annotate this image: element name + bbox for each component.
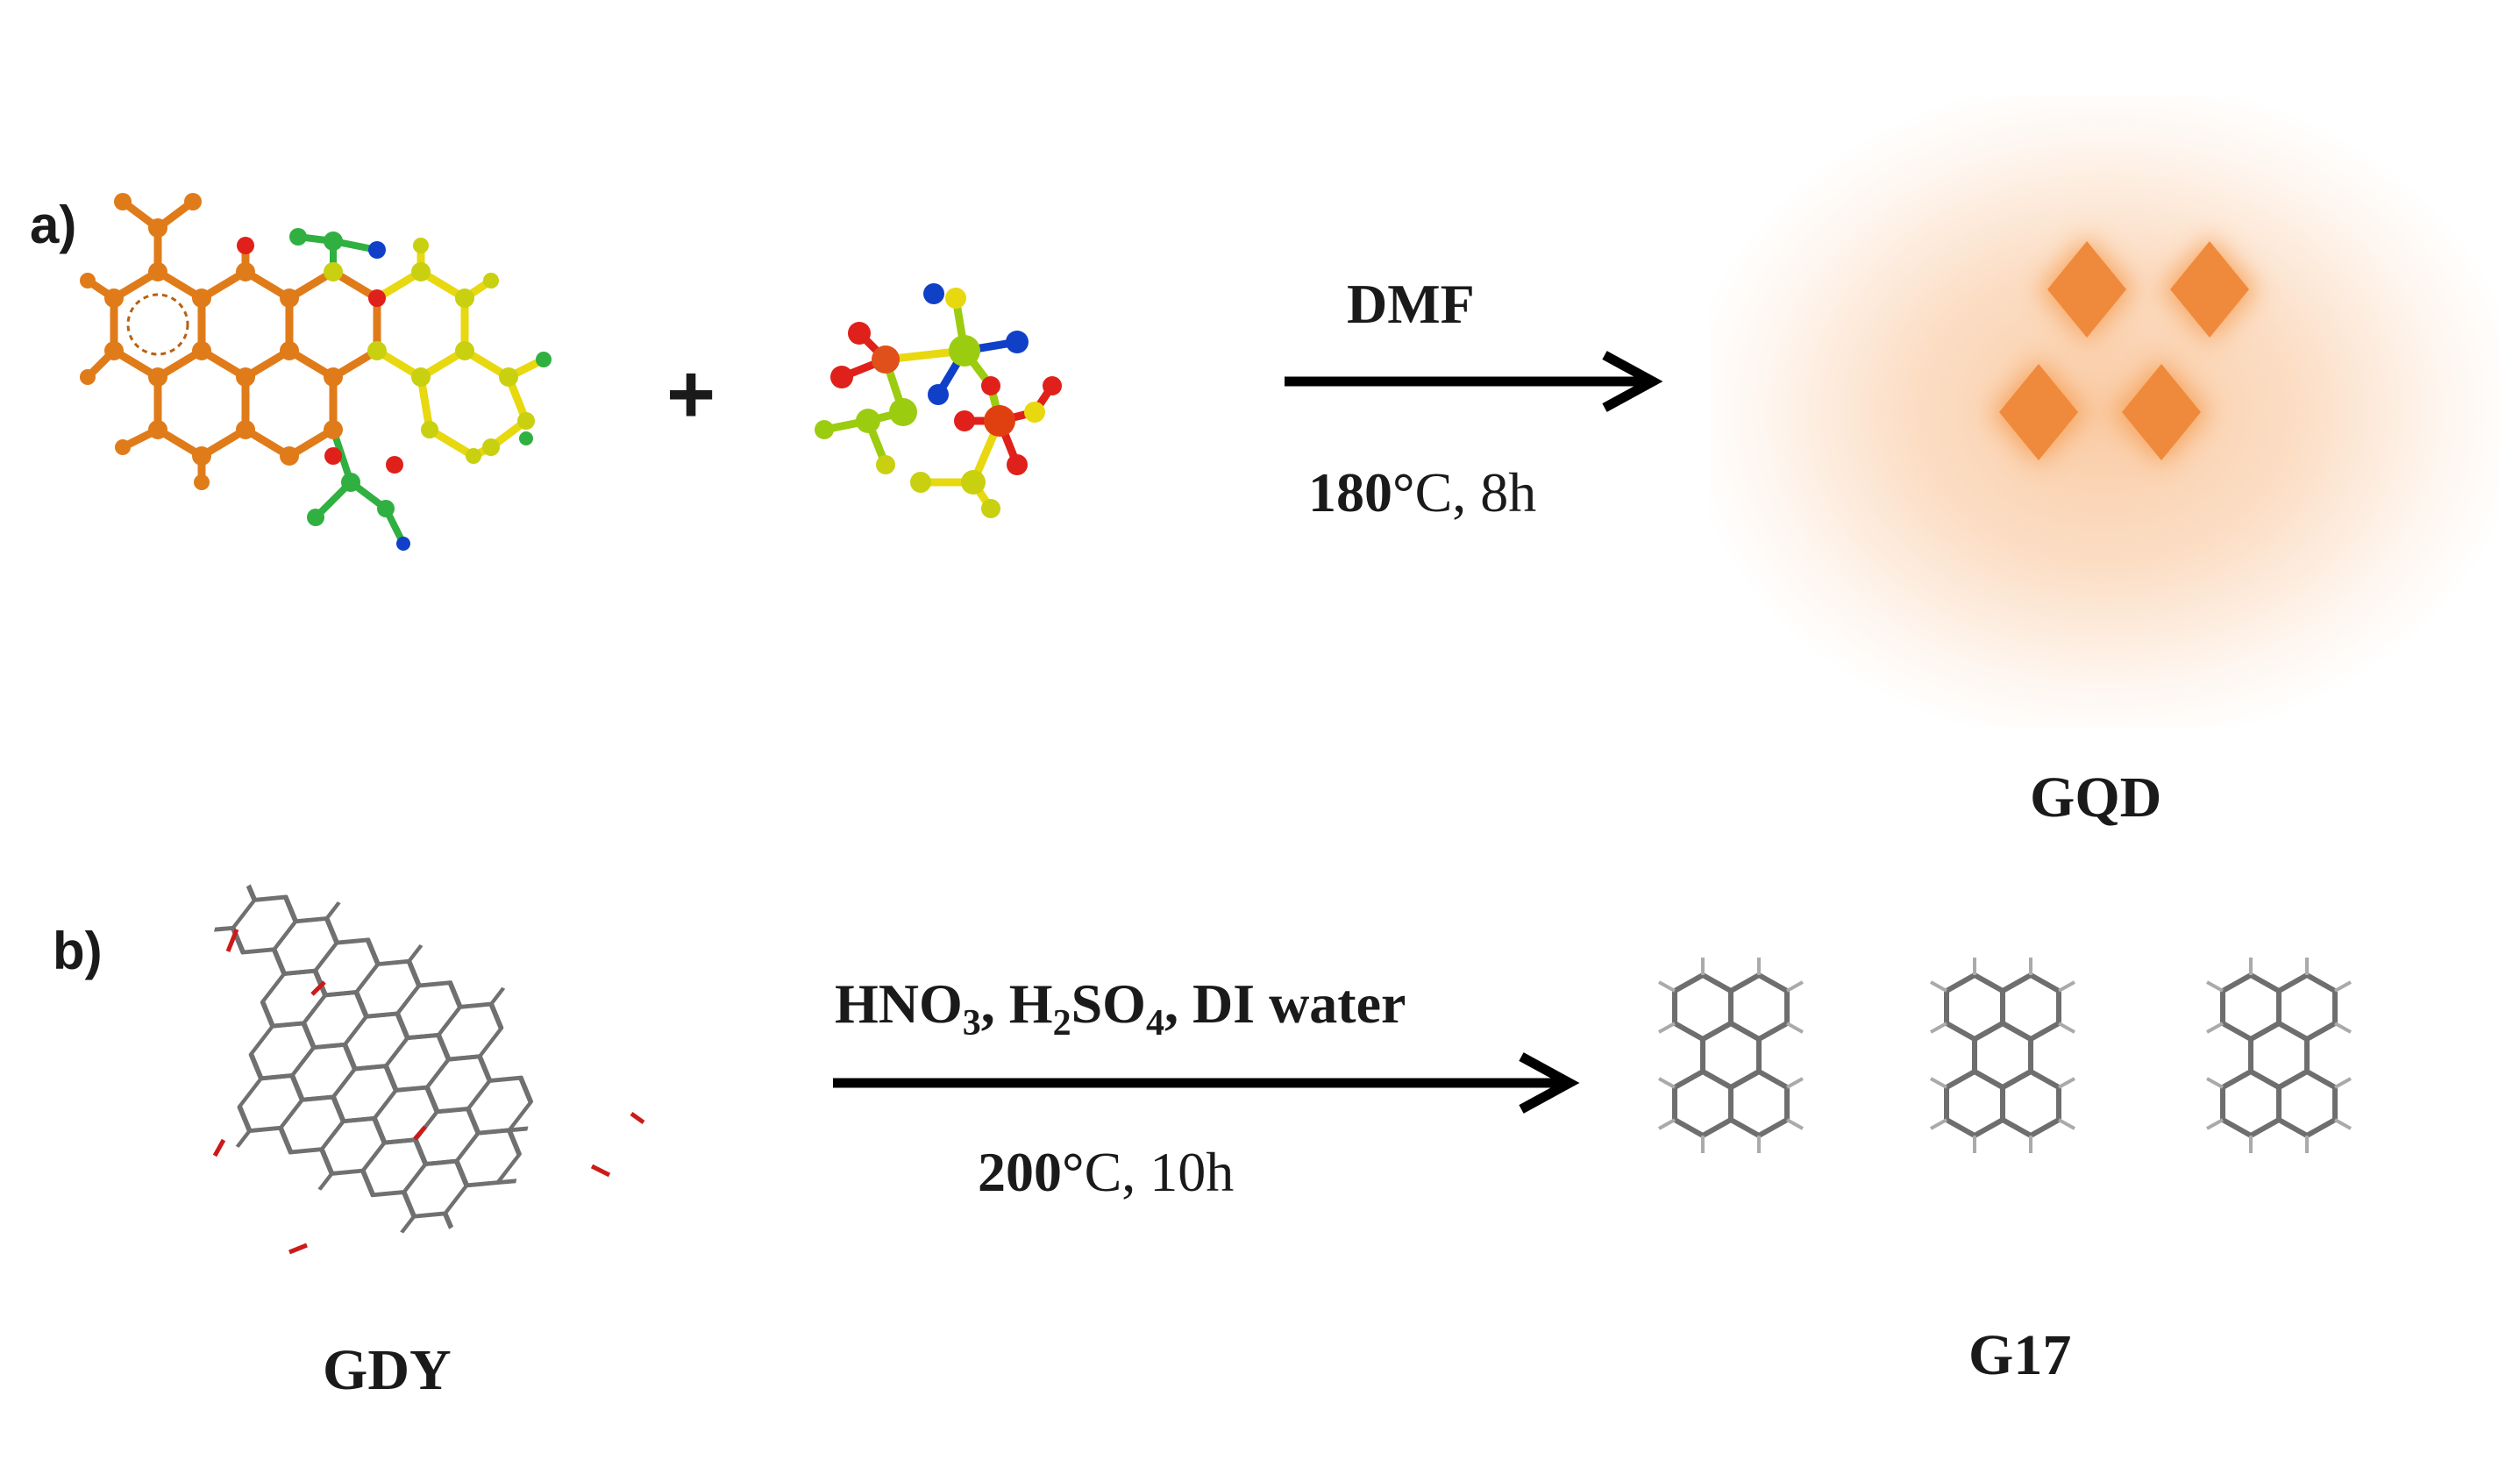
g17-label: G17 [1968,1323,2072,1387]
gqd-quantum-dots [1990,237,2258,465]
reaction-arrow-b [833,1052,1580,1114]
arrow-a-below-text: 180°C, 8h [1308,460,1536,525]
reaction-arrow-a [1285,351,1663,412]
reagent-subscript-4: 4 [1145,1002,1164,1043]
arrow-b-time: C, 10h [1084,1141,1235,1203]
graphene-oxide-molecule [80,193,552,551]
reagent-subscript-2: 2 [1052,1002,1071,1043]
gdy-sheet-molecule [212,884,645,1255]
reagent-hno-text: HNO [835,972,963,1035]
gdy-label: GDY [323,1338,452,1402]
gqd-glow [1710,96,2499,728]
reagent-di-water-text: , DI water [1164,972,1406,1035]
g17-flakes [1622,921,2464,1219]
g17-flake-2 [1931,958,2075,1153]
g17-flake-3 [2207,958,2351,1153]
reagent-subscript-3: 3 [962,1002,981,1043]
reagent-so-text: SO [1071,972,1146,1035]
arrow-b-above-text: HNO3, H2SO4, DI water [835,972,1406,1044]
plus-sign: + [666,347,716,441]
arrow-a-temperature: 180° [1308,461,1415,523]
arrow-a-time: C, 8h [1414,461,1537,523]
reagent-h-text: , H [980,972,1053,1035]
arrow-b-below-text: 200°C, 10h [978,1140,1234,1205]
gqd-label: GQD [2030,766,2162,830]
reagent-molecule [815,283,1062,518]
arrow-a-above-text: DMF [1347,273,1475,335]
panel-b-label: b) [53,922,103,980]
g17-flake-1 [1659,958,1803,1153]
arrow-b-temperature: 200° [978,1141,1085,1203]
panel-a-label: a) [30,196,77,254]
